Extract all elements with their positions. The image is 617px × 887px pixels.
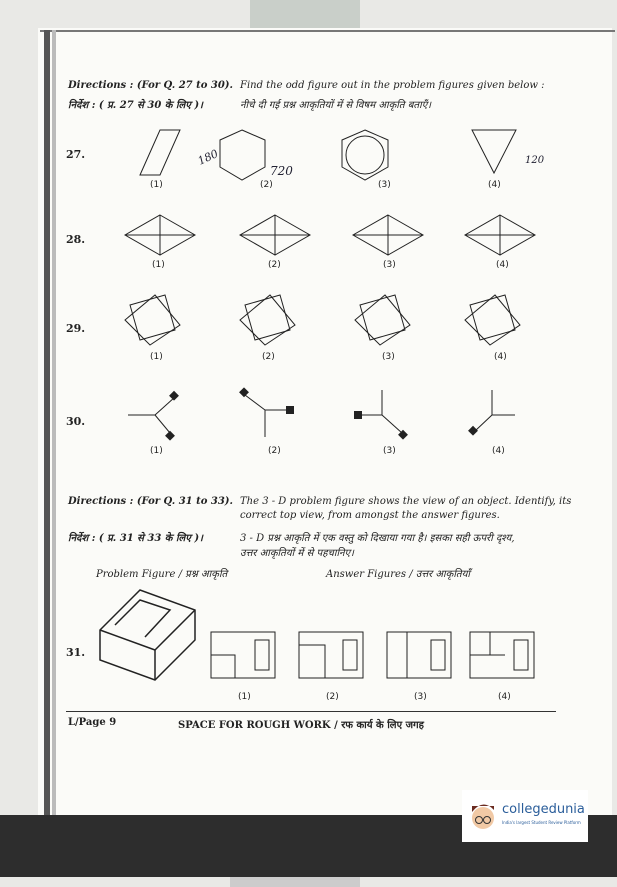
q29-figures <box>124 294 521 346</box>
instruction-27-30-en: Find the odd figure out in the problem f… <box>240 80 545 91</box>
collegedunia-watermark: collegedunia India's largest Student Rev… <box>462 790 588 842</box>
scan-binding-shadow-light <box>52 30 56 815</box>
svg-text:180: 180 <box>196 147 221 168</box>
q27-option-4: (4) <box>488 180 501 190</box>
document-page <box>38 28 612 818</box>
q27-option-1: (1) <box>150 180 163 190</box>
problem-figure-3d <box>99 589 196 681</box>
directions-27-30-en: Directions : (For Q. 27 to 30). <box>68 80 234 91</box>
q31-figures <box>99 589 535 681</box>
q30-figures <box>128 387 515 441</box>
q27-option-3: (3) <box>378 180 391 190</box>
q28-option-3: (3) <box>383 260 396 270</box>
directions-31-33-hi: निर्देश : ( प्र. 31 से 33 के लिए )। <box>68 533 203 544</box>
q29-option-1: (1) <box>150 352 163 362</box>
instruction-31-33-en-1: The 3 - D problem figure shows the view … <box>240 496 572 507</box>
watermark-tagline: India's largest Student Review Platform <box>502 820 581 825</box>
directions-27-30-hi: निर्देश : ( प्र. 27 से 30 के लिए )। <box>68 100 203 111</box>
q29-option-3: (3) <box>382 352 395 362</box>
svg-text:720: 720 <box>270 164 293 178</box>
question-number-27: 27. <box>66 148 86 161</box>
q29-option-2: (2) <box>262 352 275 362</box>
q30-option-4: (4) <box>492 446 505 456</box>
instruction-31-33-hi-2: उत्तर आकृतियों में से पहचानिए। <box>240 548 354 559</box>
instruction-31-33-hi-1: 3 - D प्रश्न आकृति में एक वस्तु को दिखाय… <box>240 533 515 544</box>
instruction-31-33-en-2: correct top view, from amongst the answe… <box>240 510 500 521</box>
q28-option-4: (4) <box>496 260 509 270</box>
watermark-name: collegedunia <box>502 802 585 817</box>
scan-edge-bottom <box>230 877 360 887</box>
rough-work-label: SPACE FOR ROUGH WORK / रफ कार्य के लिए ज… <box>178 720 424 731</box>
answer-figures-label: Answer Figures / उत्तर आकृतियाँ <box>326 569 471 580</box>
instruction-27-30-hi: नीचे दी गई प्रश्न आकृतियों में से विषम आ… <box>240 100 432 111</box>
page-top-border <box>40 30 615 32</box>
q30-option-3: (3) <box>383 446 396 456</box>
q28-figures <box>123 214 537 256</box>
q30-option-1: (1) <box>150 446 163 456</box>
page-number: L/Page 9 <box>68 717 117 728</box>
q31-option-3: (3) <box>414 692 427 702</box>
question-number-30: 30. <box>66 415 86 428</box>
question-number-29: 29. <box>66 322 86 335</box>
q27-option-2: (2) <box>260 180 273 190</box>
q31-option-2: (2) <box>326 692 339 702</box>
svg-text:120: 120 <box>525 155 545 166</box>
q31-option-1: (1) <box>238 692 251 702</box>
footer-rule <box>66 711 556 712</box>
q27-figures: 180 720 120 <box>139 129 545 181</box>
question-number-28: 28. <box>66 233 86 246</box>
question-number-31: 31. <box>66 646 86 659</box>
problem-figure-label: Problem Figure / प्रश्न आकृति <box>96 569 228 580</box>
q31-option-4: (4) <box>498 692 511 702</box>
directions-31-33-en: Directions : (For Q. 31 to 33). <box>68 496 234 507</box>
q28-option-1: (1) <box>152 260 165 270</box>
scan-edge-top <box>250 0 360 28</box>
scan-binding-shadow <box>44 30 50 815</box>
q29-option-4: (4) <box>494 352 507 362</box>
q30-option-2: (2) <box>268 446 281 456</box>
q28-option-2: (2) <box>268 260 281 270</box>
mascot-icon <box>472 804 494 829</box>
